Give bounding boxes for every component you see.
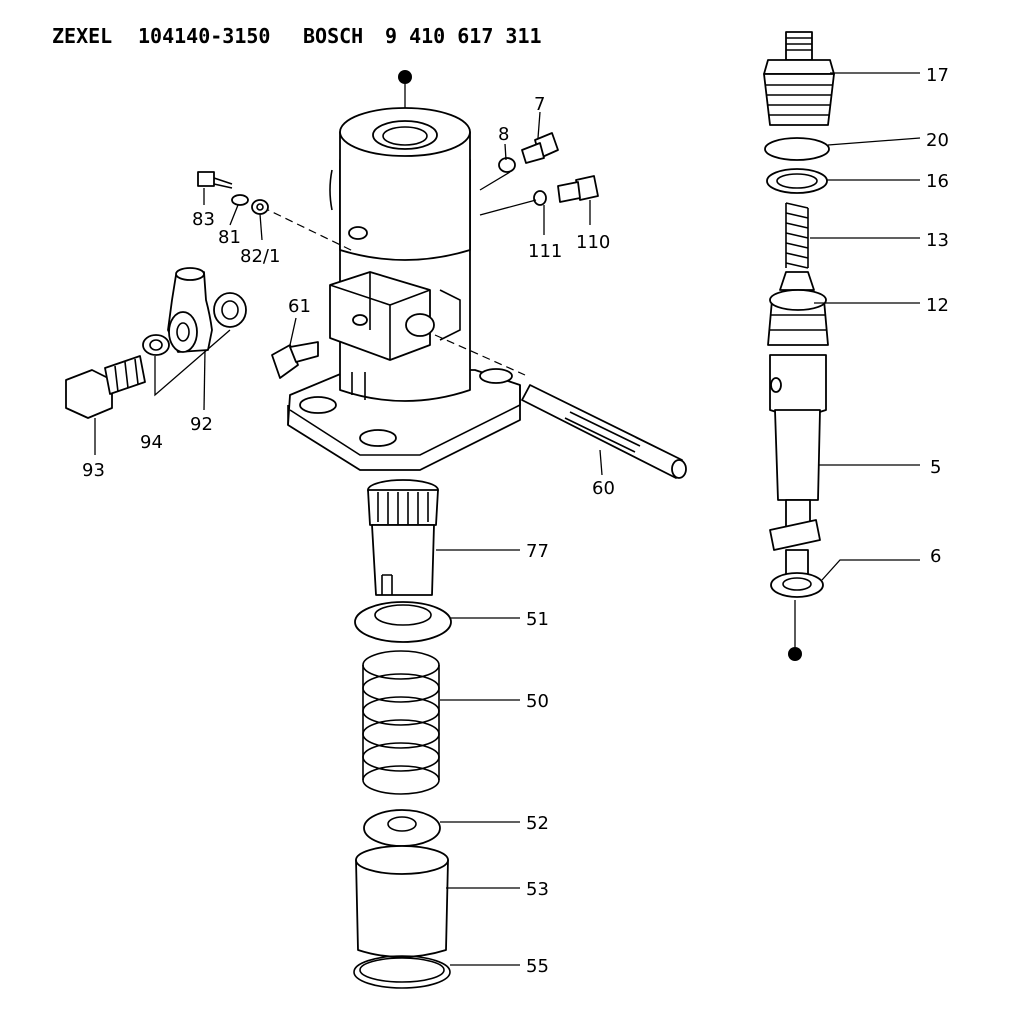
spring-seat-51 xyxy=(354,601,452,643)
callout-77: 77 xyxy=(526,541,549,562)
callout-16: 16 xyxy=(926,171,949,192)
callout-52: 52 xyxy=(526,813,549,834)
snap-ring-55 xyxy=(353,955,451,989)
callout-81: 81 xyxy=(218,227,241,248)
callout-60: 60 xyxy=(592,478,615,499)
callout-5: 5 xyxy=(930,457,941,478)
callout-82-1: 82/1 xyxy=(240,246,280,267)
callout-83: 83 xyxy=(192,209,215,230)
header-brand-zexel: ZEXEL xyxy=(52,24,112,48)
callout-50: 50 xyxy=(526,691,549,712)
gasket-16 xyxy=(766,168,828,194)
control-rack-60 xyxy=(521,384,687,479)
screw-61 xyxy=(271,341,319,379)
callout-7: 7 xyxy=(534,94,545,115)
plunger-barrel-5 xyxy=(769,354,827,576)
bleeder-screw-7 xyxy=(521,132,559,164)
callout-13: 13 xyxy=(926,230,949,251)
banjo-bolt-93 xyxy=(65,355,146,419)
washer-92 xyxy=(213,292,247,328)
callout-94: 94 xyxy=(140,432,163,453)
control-sleeve-77 xyxy=(367,479,439,596)
assembly-line-banjo xyxy=(261,206,356,253)
callout-93: 93 xyxy=(82,460,105,481)
header: ZEXEL 104140-3150 BOSCH 9 410 617 311 xyxy=(52,24,542,48)
screw-83 xyxy=(197,171,233,189)
header-bosch-part-number: 9 410 617 311 xyxy=(385,24,542,48)
callout-110: 110 xyxy=(576,232,610,253)
callout-17: 17 xyxy=(926,65,949,86)
washer-81 xyxy=(231,194,249,206)
header-zexel-part-number: 104140-3150 xyxy=(138,24,270,48)
valve-spring-13 xyxy=(785,202,809,269)
screw-110 xyxy=(557,175,599,203)
delivery-valve-12 xyxy=(767,271,829,346)
leader-lines xyxy=(94,72,921,966)
callout-8: 8 xyxy=(498,124,509,145)
callout-53: 53 xyxy=(526,879,549,900)
callout-6: 6 xyxy=(930,546,941,567)
callout-111: 111 xyxy=(528,241,562,262)
header-brand-bosch: BOSCH xyxy=(303,24,363,48)
washer-82-1 xyxy=(251,199,269,215)
tappet-53 xyxy=(355,845,449,958)
lower-spring-seat-52 xyxy=(363,809,441,847)
plunger-seat-6 xyxy=(770,572,824,598)
washer-94 xyxy=(142,334,170,356)
callout-12: 12 xyxy=(926,295,949,316)
axis-dot-right xyxy=(788,647,802,661)
delivery-valve-holder xyxy=(763,31,835,126)
banjo-fitting-92 xyxy=(167,267,213,353)
axis-dot-top xyxy=(398,70,412,84)
assembly-line-rack xyxy=(434,334,526,376)
callout-92: 92 xyxy=(190,414,213,435)
pump-housing xyxy=(287,107,521,471)
o-ring-20 xyxy=(764,137,830,161)
callout-labels: 17 20 16 13 12 5 6 7 8 83 81 82/1 111 11… xyxy=(82,65,949,977)
washer-111 xyxy=(533,190,547,206)
callout-51: 51 xyxy=(526,609,549,630)
callout-20: 20 xyxy=(926,130,949,151)
washer-8 xyxy=(498,157,516,173)
plunger-spring-50 xyxy=(362,650,440,795)
callout-61: 61 xyxy=(288,296,311,317)
callout-55: 55 xyxy=(526,956,549,977)
